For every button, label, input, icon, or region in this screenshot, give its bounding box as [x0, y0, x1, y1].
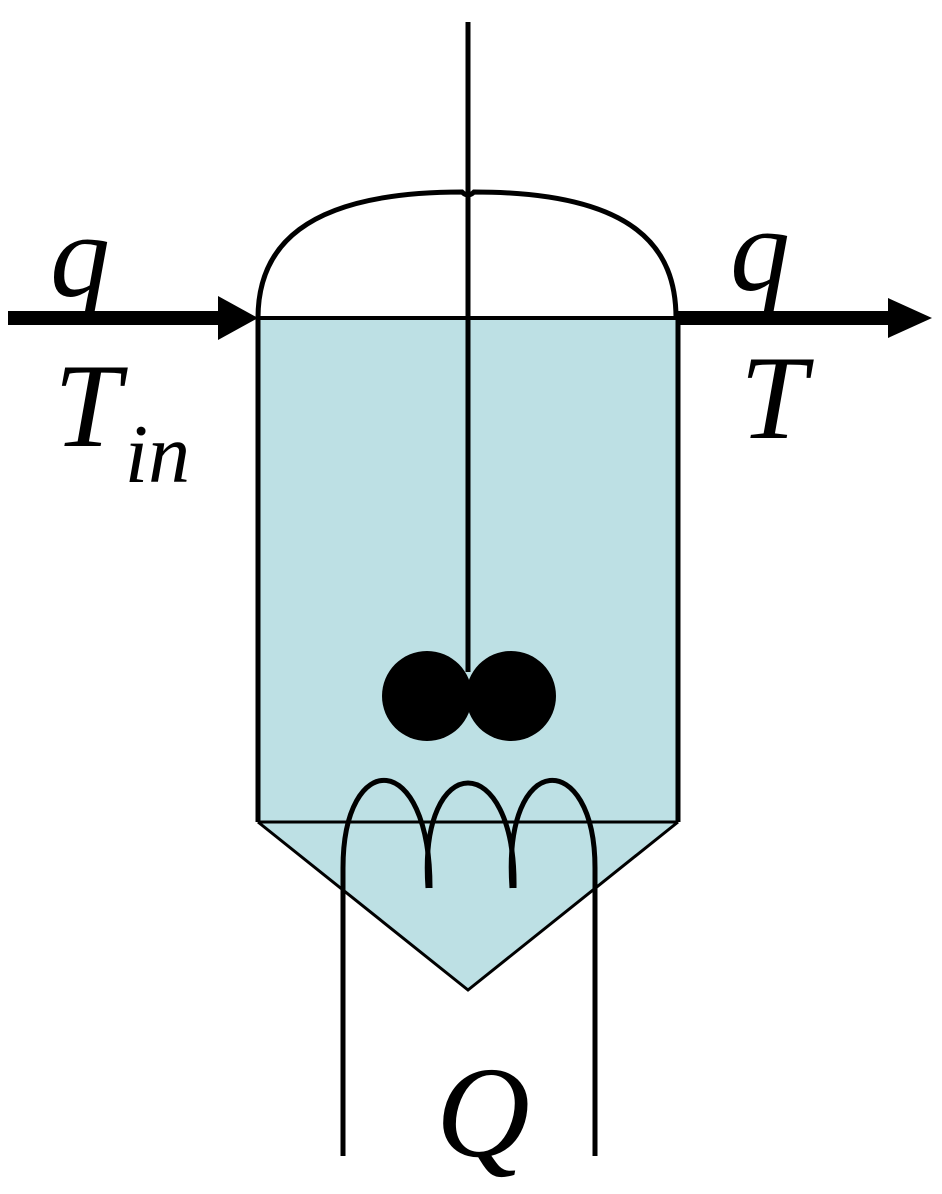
tank-cone: [257, 820, 679, 992]
inlet-temperature-label: Tin: [54, 346, 190, 497]
outlet-flow-label: q: [730, 183, 790, 316]
inlet-temperature-subscript: in: [124, 408, 191, 501]
outlet-temperature-label: T: [740, 331, 807, 464]
inlet-temperature-symbol: T: [54, 339, 121, 472]
inlet-flow-label: q: [50, 189, 110, 322]
coil-icon: [340, 777, 598, 1156]
impeller-icon: [382, 651, 556, 741]
arrow-right-icon: [678, 298, 932, 338]
heat-duty-label: Q: [436, 1041, 530, 1185]
arrow-right-icon: [8, 296, 258, 340]
